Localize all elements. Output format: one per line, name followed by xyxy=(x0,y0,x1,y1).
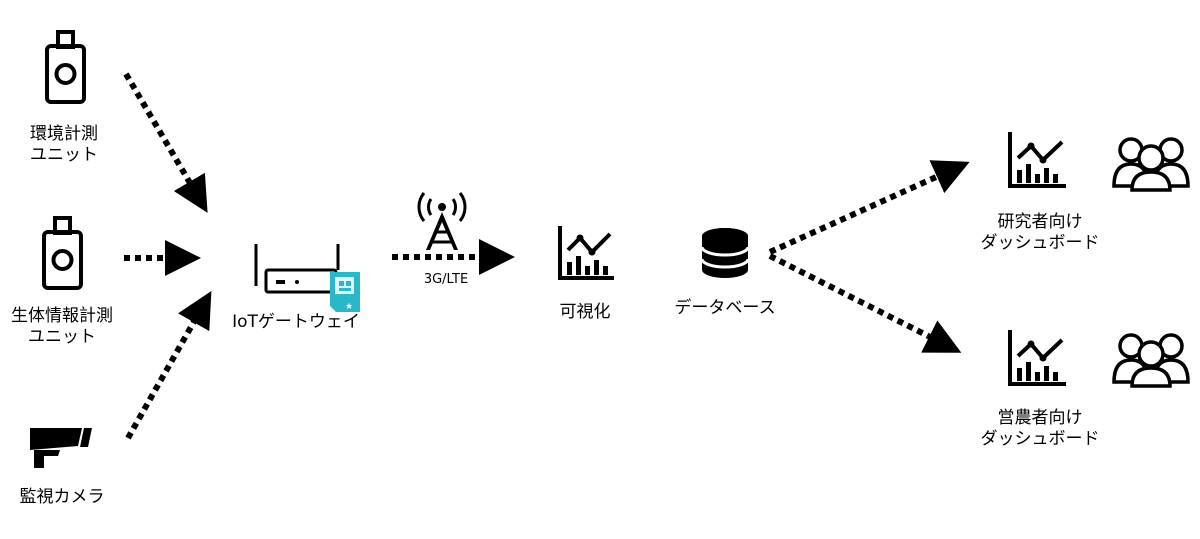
arrow-env-to-gateway xyxy=(123,72,208,213)
farmer-dashboard-label: 営農者向け ダッシュボード xyxy=(970,408,1110,450)
gateway-label: IoTゲートウェイ xyxy=(216,312,376,333)
visual-label-text: 可視化 xyxy=(559,302,611,322)
camera-label: 監視カメラ xyxy=(2,487,122,508)
database-icon xyxy=(700,228,750,278)
security-camera-icon xyxy=(30,428,92,468)
chart-icon xyxy=(1008,330,1066,386)
chart-icon xyxy=(1008,132,1066,188)
sim-card-icon: ★ xyxy=(330,272,360,312)
router-icon xyxy=(254,244,340,294)
arrow-db-to-researcher xyxy=(768,160,970,255)
gateway-label-text: IoTゲートウェイ xyxy=(232,312,360,332)
arrow-camera-to-gateway xyxy=(125,290,212,440)
visual-label: 可視化 xyxy=(540,302,630,323)
tower-label-text: 3G/LTE xyxy=(423,272,469,287)
env-unit-label-line1: 環境計測 xyxy=(30,124,98,144)
bio-unit-label-line2: ユニット xyxy=(28,327,96,347)
farmer-dashboard-label-line2: ダッシュボード xyxy=(980,429,1100,449)
researcher-dashboard-label-line2: ダッシュボード xyxy=(980,233,1100,253)
camera-label-text: 監視カメラ xyxy=(19,487,105,507)
user-group-icon xyxy=(1112,137,1190,192)
env-unit-label: 環境計測 ユニット xyxy=(14,124,114,166)
arrow-db-to-farmer xyxy=(768,253,962,353)
database-label: データベース xyxy=(660,298,790,319)
user-group-icon xyxy=(1112,333,1190,388)
tower-label: 3G/LTE xyxy=(406,272,486,288)
sensor-unit-icon xyxy=(42,216,83,290)
svg-text:★: ★ xyxy=(345,302,353,312)
sensor-unit-icon xyxy=(45,30,86,104)
chart-icon xyxy=(558,226,614,280)
database-label-text: データベース xyxy=(674,298,776,318)
researcher-dashboard-label-line1: 研究者向け xyxy=(997,212,1083,232)
env-unit-label-line2: ユニット xyxy=(30,145,98,165)
bio-unit-label-line1: 生体情報計測 xyxy=(11,306,113,326)
bio-unit-label: 生体情報計測 ユニット xyxy=(2,306,122,348)
farmer-dashboard-label-line1: 営農者向け xyxy=(997,408,1083,428)
researcher-dashboard-label: 研究者向け ダッシュボード xyxy=(970,212,1110,254)
cell-tower-icon xyxy=(417,192,467,250)
